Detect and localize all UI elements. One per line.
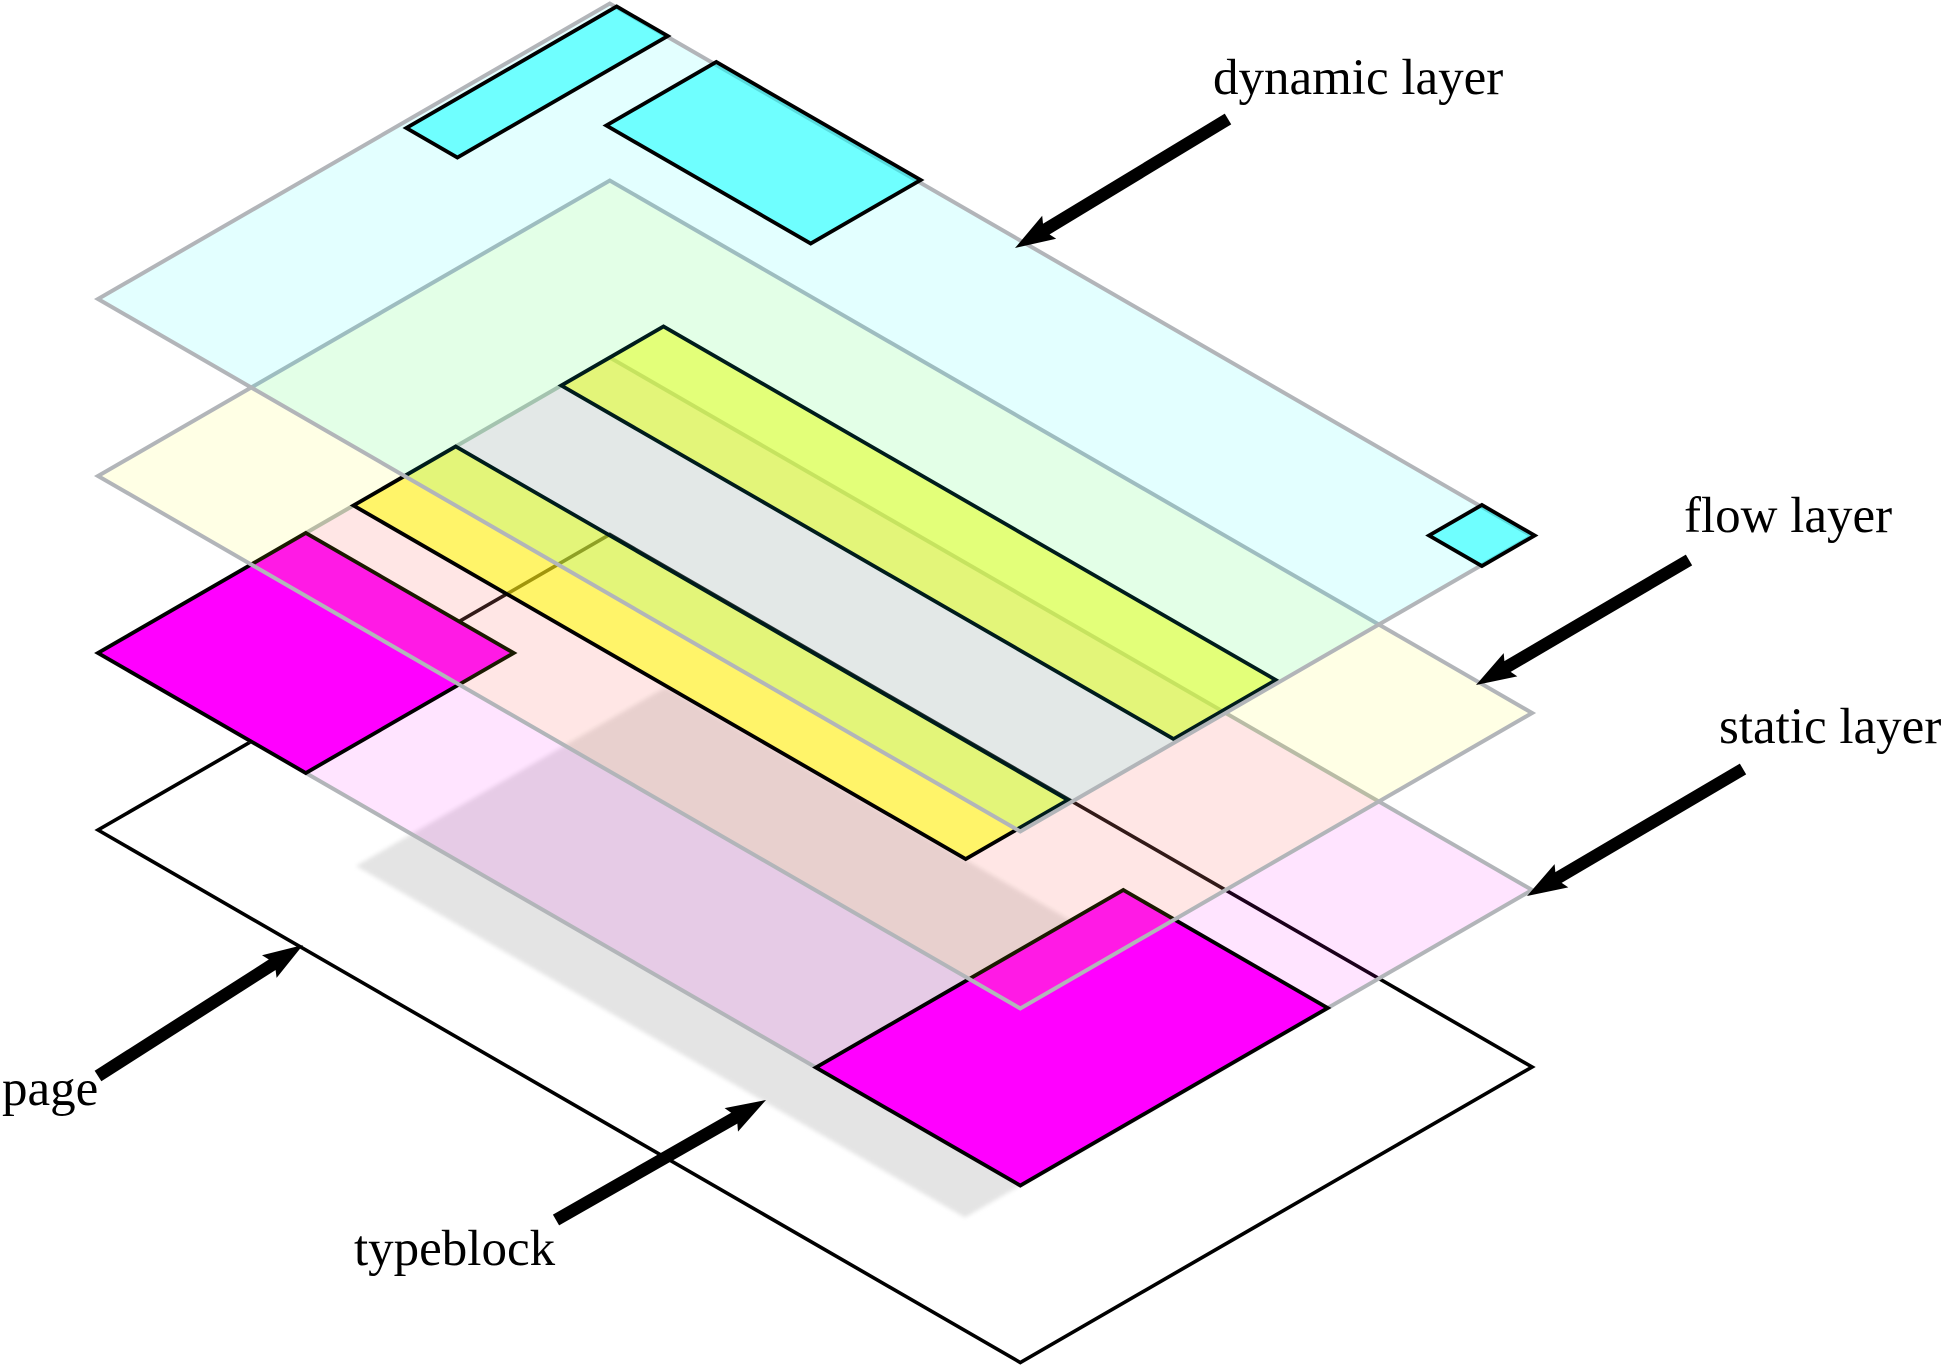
svg-text:dynamic layer: dynamic layer	[1213, 50, 1503, 106]
svg-text:page: page	[2, 1061, 98, 1117]
svg-text:flow layer: flow layer	[1684, 488, 1892, 544]
svg-text:typeblock: typeblock	[354, 1221, 556, 1277]
svg-text:static layer: static layer	[1719, 699, 1941, 755]
